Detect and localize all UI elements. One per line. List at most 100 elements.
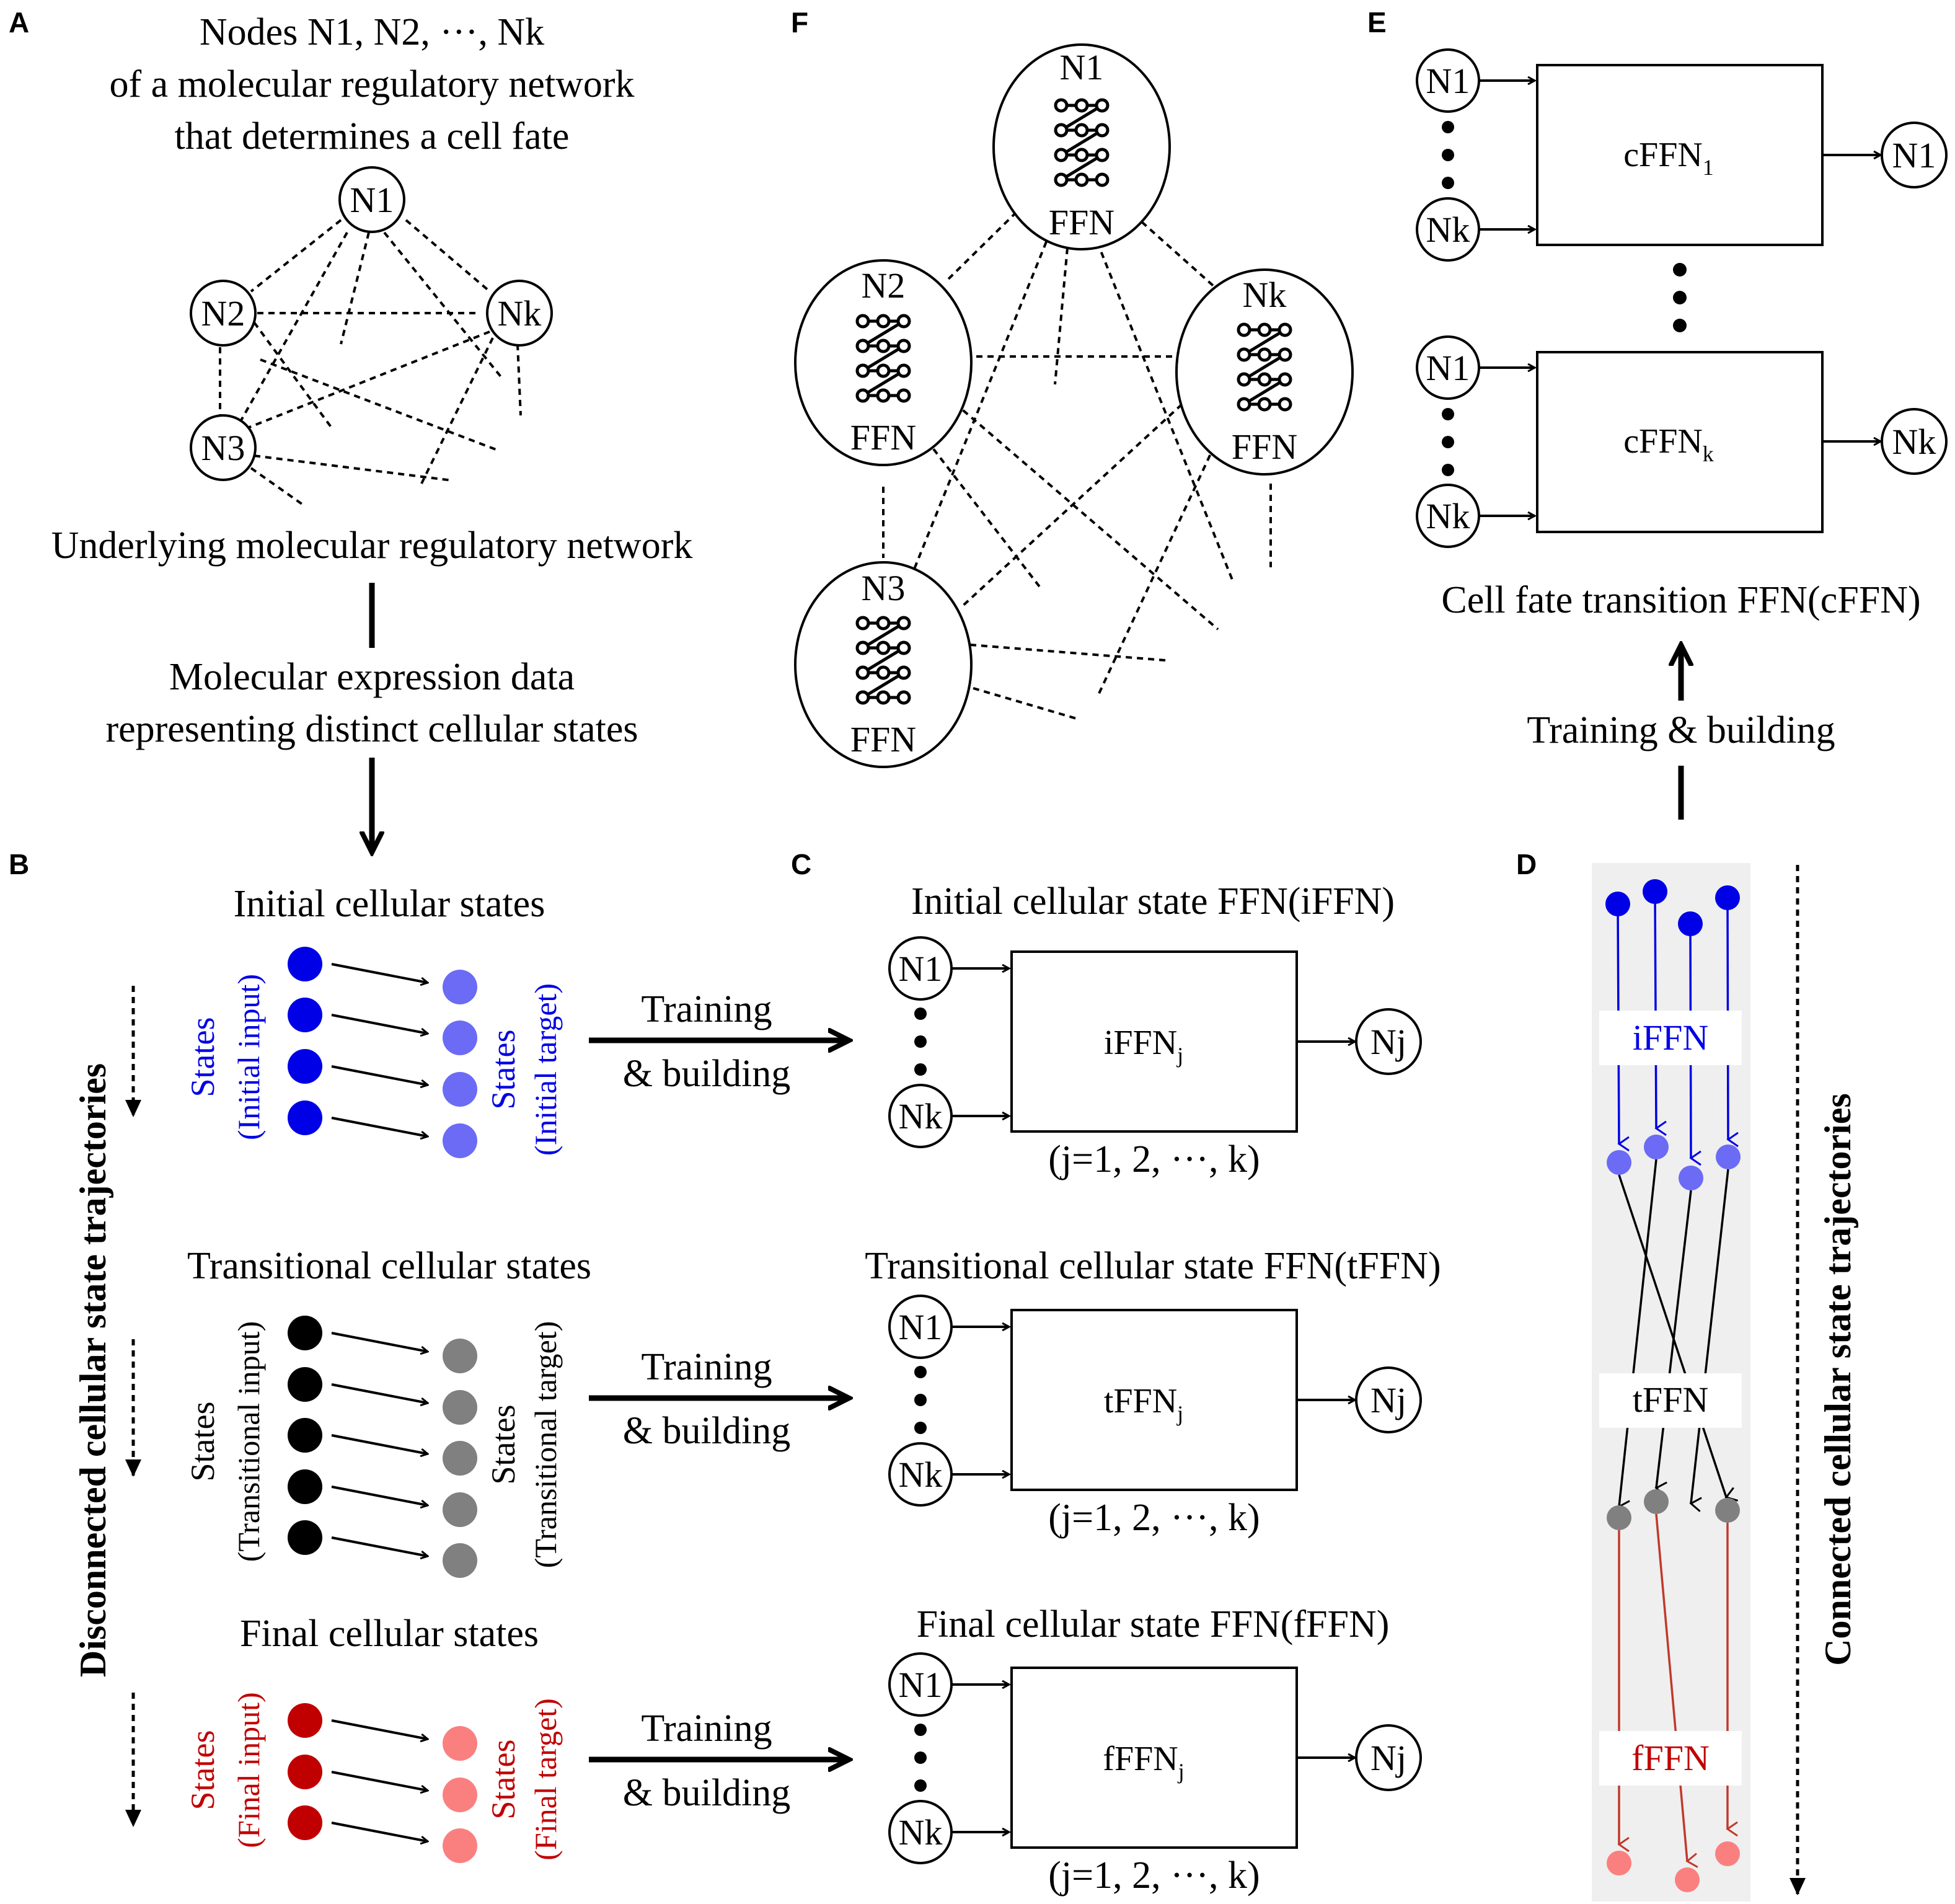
- trajectory-dot: [1644, 1135, 1669, 1159]
- trajectory-dot: [1716, 1145, 1741, 1169]
- cffn1-network: cFFN1 N1 Nk N1: [1416, 48, 1948, 262]
- state-dot: [288, 1049, 322, 1084]
- iffn-box: [1010, 950, 1298, 1133]
- panel-a-title-line3: that determines a cell fate: [175, 115, 570, 157]
- transitional-state-transitions: [331, 1332, 428, 1556]
- cffnk-output-label: Nk: [1892, 422, 1936, 462]
- panel-letter-f: F: [791, 6, 808, 38]
- initial-training-label: Training: [641, 988, 772, 1030]
- state-dot: [288, 1418, 322, 1453]
- fffn-output-node: [1355, 1724, 1422, 1791]
- fffn-title: Final cellular state FFN(fFFN): [917, 1603, 1390, 1645]
- panel-b: B Disconnected cellular state trajectori…: [9, 848, 849, 1863]
- state-dot: [443, 1390, 477, 1425]
- cffn1-output-label: N1: [1892, 135, 1936, 175]
- tffn-index-range: (j=1, 2, ···, k): [1048, 1497, 1260, 1539]
- transitional-building-label: & building: [623, 1410, 790, 1452]
- tffn-target-dots: [1607, 1489, 1740, 1530]
- cffn1-box: [1536, 64, 1824, 246]
- state-dot: [443, 970, 477, 1004]
- initial-target-label: States: [485, 1030, 522, 1110]
- cffn1-box-label: cFFN1: [1623, 136, 1714, 180]
- state-dot: [288, 1367, 322, 1402]
- final-input-sublabel: (Final input): [231, 1692, 266, 1848]
- ffn-node-n2: N2 FFN: [794, 259, 973, 466]
- initial-state-transitions: [331, 963, 428, 1136]
- ffn-node-n1: N1 FFN: [992, 43, 1171, 250]
- state-dot: [443, 1072, 477, 1107]
- panel-f: F N1: [791, 6, 1354, 768]
- transitional-training-label: Training: [641, 1346, 772, 1388]
- panel-a-caption: Underlying molecular regulatory network: [51, 525, 693, 567]
- state-dot: [443, 1021, 477, 1055]
- ffn-network-edges: [882, 211, 1272, 720]
- cffn1-input-top-label: N1: [1426, 61, 1470, 101]
- panel-a-data-line2: representing distinct cellular states: [105, 708, 638, 750]
- initial-target-states: [443, 970, 477, 1158]
- neural-network-icon: [855, 616, 911, 705]
- panel-letter-c: C: [791, 848, 811, 880]
- cffnk-input-bottom-label: Nk: [1426, 496, 1470, 536]
- state-dot: [288, 1520, 322, 1555]
- iffn-box-label: iFFNj: [1104, 1024, 1183, 1068]
- state-dot: [288, 1755, 322, 1789]
- iffn-network: Initial cellular state FFN(iFFN) iFFNj N…: [888, 880, 1422, 1180]
- transitional-target-sublabel: (Transitional target): [528, 1321, 563, 1569]
- tffn-network: Transitional cellular state FFN(tFFN) tF…: [865, 1245, 1441, 1539]
- final-input-states: [288, 1703, 322, 1840]
- cffn-arrow-label: Training & building: [1527, 709, 1835, 751]
- tffn-title: Transitional cellular state FFN(tFFN): [865, 1245, 1441, 1287]
- final-state-transitions: [331, 1719, 428, 1841]
- fffn-box-label: fFFNj: [1103, 1740, 1184, 1784]
- tffn-box-label: tFFNj: [1104, 1382, 1183, 1426]
- initial-input-sublabel: (Initial input): [231, 974, 266, 1140]
- cffnk-box-label: cFFNk: [1623, 422, 1714, 466]
- transitional-states-title: Transitional cellular states: [187, 1245, 591, 1287]
- fffn-ellipsis-dots: [914, 1724, 927, 1792]
- final-building-label: & building: [623, 1772, 790, 1814]
- neural-network-icon: [1237, 322, 1292, 412]
- trajectory-dot: [1678, 911, 1703, 936]
- final-input-label: States: [184, 1730, 221, 1810]
- panel-letter-b: B: [9, 848, 29, 880]
- state-dot: [288, 1100, 322, 1135]
- trajectory-dot: [1605, 892, 1630, 916]
- transitional-target-states: [443, 1339, 477, 1578]
- transitional-states-group: Transitional cellular states States (Tra…: [184, 1245, 849, 1578]
- ffn-node-n2-label: N2: [862, 265, 906, 306]
- state-dot: [443, 1492, 477, 1527]
- regulatory-network-edges: [219, 219, 522, 507]
- neural-network-icon: [1054, 98, 1110, 187]
- ffn-node-n1-label: N1: [1060, 47, 1104, 87]
- tffn-box: [1010, 1309, 1298, 1491]
- ffn-node-nk: Nk FFN: [1175, 268, 1354, 476]
- panel-letter-e: E: [1367, 6, 1387, 38]
- state-dot: [288, 1703, 322, 1738]
- trajectory-dot: [1715, 1841, 1740, 1866]
- panel-letter-d: D: [1516, 848, 1537, 880]
- panel-letter-a: A: [9, 6, 29, 38]
- node-nk-label: Nk: [498, 293, 542, 334]
- iffn-ellipsis-dots: [914, 1007, 927, 1076]
- ffn-node-n3-label: N3: [862, 568, 906, 608]
- iffn-trajectory-label: iFFN: [1633, 1017, 1709, 1058]
- node-n1-label: N1: [350, 180, 394, 220]
- trajectory-dot: [1607, 1851, 1631, 1875]
- state-dot: [443, 1726, 477, 1761]
- node-n1: N1: [338, 166, 405, 233]
- cffn1-ellipsis-dots: [1442, 121, 1454, 189]
- state-dot: [443, 1441, 477, 1476]
- trajectory-dot: [1607, 1505, 1631, 1530]
- final-target-label: States: [485, 1740, 522, 1820]
- node-nk: Nk: [486, 280, 553, 347]
- fffn-trajectory-label: fFFN: [1631, 1738, 1710, 1778]
- cffn1-input-bottom-label: Nk: [1426, 210, 1470, 250]
- transitional-input-sublabel: (Transitional input): [231, 1321, 266, 1562]
- cffnk-network: cFFNk N1 Nk Nk: [1416, 335, 1948, 548]
- final-states-title: Final cellular states: [240, 1613, 539, 1655]
- node-n2-label: N2: [201, 293, 245, 334]
- fffn-index-range: (j=1, 2, ···, k): [1048, 1854, 1260, 1897]
- initial-input-states: [288, 947, 322, 1135]
- node-n3: N3: [190, 414, 257, 481]
